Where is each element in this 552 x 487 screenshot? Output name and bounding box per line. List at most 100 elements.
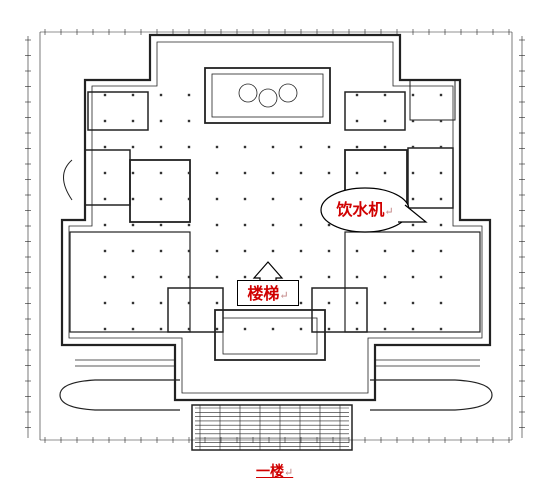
- column: [299, 145, 303, 149]
- column: [215, 327, 219, 331]
- column: [159, 145, 163, 149]
- column: [103, 93, 107, 97]
- column: [327, 249, 331, 253]
- fan-icon: [258, 88, 278, 108]
- column: [411, 223, 415, 227]
- column: [159, 119, 163, 123]
- front-stairs: [191, 404, 353, 451]
- column: [187, 171, 191, 175]
- column: [187, 327, 191, 331]
- column: [215, 249, 219, 253]
- column: [187, 249, 191, 253]
- column: [383, 301, 387, 305]
- stairs-label: 楼梯↵: [237, 280, 299, 306]
- water-dispenser-label: 饮水机↵: [336, 200, 394, 219]
- column: [411, 145, 415, 149]
- column: [439, 301, 443, 305]
- column: [355, 249, 359, 253]
- column: [103, 171, 107, 175]
- column: [411, 301, 415, 305]
- water-dispenser-callout-pointer: [398, 204, 428, 223]
- column: [159, 171, 163, 175]
- column: [271, 223, 275, 227]
- column: [411, 119, 415, 123]
- room-left-courtyard: [129, 159, 191, 223]
- column: [159, 275, 163, 279]
- column: [411, 93, 415, 97]
- column: [271, 145, 275, 149]
- column: [271, 327, 275, 331]
- column: [271, 249, 275, 253]
- column: [243, 223, 247, 227]
- column: [439, 275, 443, 279]
- column: [383, 93, 387, 97]
- column: [355, 93, 359, 97]
- column: [131, 119, 135, 123]
- hall-left: [69, 231, 191, 333]
- return-mark: ↵: [384, 205, 394, 218]
- column: [103, 275, 107, 279]
- column: [131, 223, 135, 227]
- column: [383, 249, 387, 253]
- column: [243, 327, 247, 331]
- column: [159, 249, 163, 253]
- building-outline: [60, 33, 492, 402]
- column: [215, 223, 219, 227]
- column: [439, 223, 443, 227]
- room-right-mid: [407, 147, 454, 209]
- fan-icon: [278, 83, 298, 103]
- column: [159, 301, 163, 305]
- column: [215, 171, 219, 175]
- column: [327, 327, 331, 331]
- plan-linework: [25, 29, 525, 451]
- column: [215, 145, 219, 149]
- column: [215, 301, 219, 305]
- column: [159, 93, 163, 97]
- canopy-right: [370, 379, 493, 411]
- room-right-top: [344, 91, 406, 131]
- column: [439, 249, 443, 253]
- column: [299, 301, 303, 305]
- column: [299, 249, 303, 253]
- column: [299, 223, 303, 227]
- column: [131, 275, 135, 279]
- column: [187, 275, 191, 279]
- column: [131, 93, 135, 97]
- column: [243, 275, 247, 279]
- column: [215, 197, 219, 201]
- column: [187, 145, 191, 149]
- canopy-left-bottom: [59, 394, 180, 411]
- column: [131, 249, 135, 253]
- ramp-left: [63, 159, 73, 201]
- lobby: [214, 309, 326, 361]
- column: [411, 327, 415, 331]
- column: [187, 301, 191, 305]
- column: [355, 145, 359, 149]
- column: [131, 327, 135, 331]
- column: [159, 223, 163, 227]
- column: [103, 119, 107, 123]
- room-right-corner: [409, 79, 456, 121]
- column: [355, 301, 359, 305]
- column: [187, 119, 191, 123]
- column: [327, 145, 331, 149]
- column: [383, 171, 387, 175]
- column: [355, 327, 359, 331]
- column: [187, 223, 191, 227]
- column: [327, 301, 331, 305]
- column: [439, 145, 443, 149]
- column: [131, 171, 135, 175]
- column: [327, 223, 331, 227]
- column: [243, 171, 247, 175]
- column: [439, 171, 443, 175]
- hall-right: [344, 231, 481, 333]
- column: [383, 119, 387, 123]
- column: [383, 145, 387, 149]
- column: [355, 171, 359, 175]
- column: [411, 197, 415, 201]
- column: [383, 327, 387, 331]
- canopy-left: [59, 379, 180, 396]
- column: [243, 197, 247, 201]
- column: [327, 275, 331, 279]
